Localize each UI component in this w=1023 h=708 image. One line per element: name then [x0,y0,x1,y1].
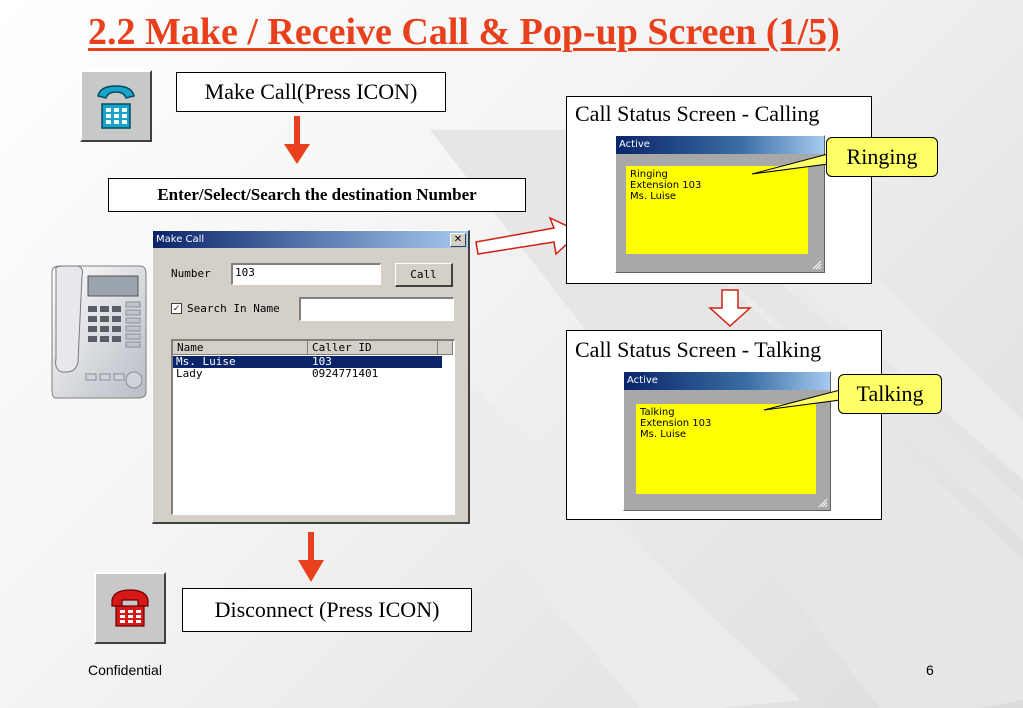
ringing-callout: Ringing [826,137,938,177]
call-status-talking-panel: Call Status Screen - Talking Active Talk… [566,330,882,520]
disconnect-label: Disconnect (Press ICON) [182,588,472,632]
callout-pointer [751,153,829,175]
phone-icon [97,85,135,129]
talking-popup-body: Talking Extension 103 Ms. Luise [636,404,816,494]
talking-popup-window[interactable]: Active Talking Extension 103 Ms. Luise [623,371,831,511]
slide-title: 2.2 Make / Receive Call & Pop-up Screen … [88,11,840,53]
popup-line: Ms. Luise [630,191,677,202]
row-name: Lady [176,367,203,380]
search-input[interactable] [299,297,454,321]
calling-panel-heading: Call Status Screen - Calling [575,101,820,126]
close-icon[interactable]: ✕ [450,233,466,247]
footer-confidential: Confidential [88,662,162,678]
arrow-down-outline-icon [708,289,752,328]
table-row[interactable]: Ms. Luise 103 [173,356,442,368]
make-call-dialog: Make Call ✕ Number 103 Call ✓ Search In … [152,230,470,524]
popup-line: Extension 103 [630,180,702,191]
check-icon: ✓ [173,303,180,314]
desk-phone-icon [51,265,147,399]
call-status-calling-panel: Call Status Screen - Calling Active Ring… [566,96,872,284]
hang-up-phone-icon [111,589,149,627]
arrow-down-icon [284,116,310,164]
disconnect-button[interactable] [94,572,166,644]
contact-list[interactable]: Name Caller ID Ms. Luise 103 Lady 092477… [171,339,455,515]
instruction-label: Enter/Select/Search the destination Numb… [108,178,526,212]
page-number: 6 [926,662,934,678]
popup-title-bar: Active [624,372,830,390]
popup-line: Ringing [630,169,668,180]
call-button-label: Call [410,268,437,281]
resize-grip-icon[interactable] [818,498,828,508]
search-in-name-checkbox[interactable]: ✓ [171,303,182,314]
column-header-filler [438,341,453,355]
column-header-caller-id[interactable]: Caller ID [308,341,438,355]
row-caller-id: 0924771401 [312,367,379,380]
number-value: 103 [235,266,255,279]
number-input[interactable]: 103 [231,263,381,285]
talking-callout: Talking [838,374,942,414]
arrow-down-icon [298,532,324,582]
talking-panel-heading: Call Status Screen - Talking [575,337,822,362]
row-caller-id: 103 [312,355,332,368]
call-button[interactable]: Call [395,263,453,287]
resize-grip-icon[interactable] [812,260,822,270]
dialog-title: Make Call [156,234,205,245]
make-call-button[interactable] [80,70,152,142]
search-in-name-label: Search In Name [187,302,280,315]
make-call-label: Make Call(Press ICON) [176,72,446,112]
row-name: Ms. Luise [176,355,236,368]
column-header-name[interactable]: Name [173,341,308,355]
dialog-title-bar: Make Call ✕ [153,231,468,248]
popup-line: Talking [640,407,675,418]
number-label: Number [171,267,211,280]
popup-line: Extension 103 [640,418,712,429]
popup-title-bar: Active [616,136,824,154]
calling-popup-window[interactable]: Active Ringing Extension 103 Ms. Luise [615,135,825,273]
callout-pointer [763,389,841,411]
table-row[interactable]: Lady 0924771401 [173,368,442,380]
calling-popup-body: Ringing Extension 103 Ms. Luise [626,166,808,254]
popup-line: Ms. Luise [640,429,687,440]
